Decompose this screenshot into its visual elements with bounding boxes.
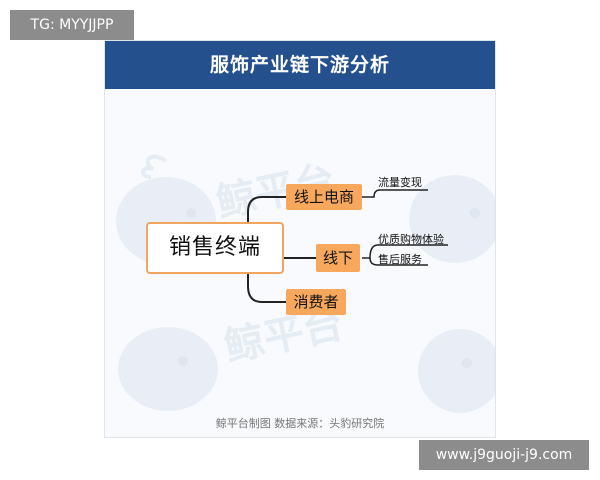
branch-node-offline: 线下 — [316, 244, 360, 272]
connector-line — [247, 196, 286, 250]
tg-label: TG: MYYJJPP — [10, 10, 134, 40]
branch-node-online: 线上电商 — [286, 184, 362, 210]
connector-line — [247, 250, 286, 303]
connector-line — [369, 257, 428, 266]
branch-node-consumer: 消费者 — [286, 289, 346, 315]
footer-source: 鲸平台制图 数据来源：头豹研究院 — [215, 417, 385, 430]
leaf-shopping-experience: 优质购物体验 — [378, 233, 444, 246]
leaf-traffic-monetization: 流量变现 — [378, 176, 422, 189]
url-label: www.j9guoji-j9.com — [419, 440, 589, 470]
root-node: 销售终端 — [146, 222, 284, 274]
leaf-after-sales: 售后服务 — [378, 253, 422, 266]
connector-line — [362, 189, 428, 198]
connector-line — [362, 244, 448, 259]
page-title: 服饰产业链下游分析 — [105, 41, 495, 89]
whale-logo-icon — [418, 329, 495, 413]
whale-logo-icon — [409, 175, 495, 263]
whale-logo-icon — [118, 327, 218, 411]
